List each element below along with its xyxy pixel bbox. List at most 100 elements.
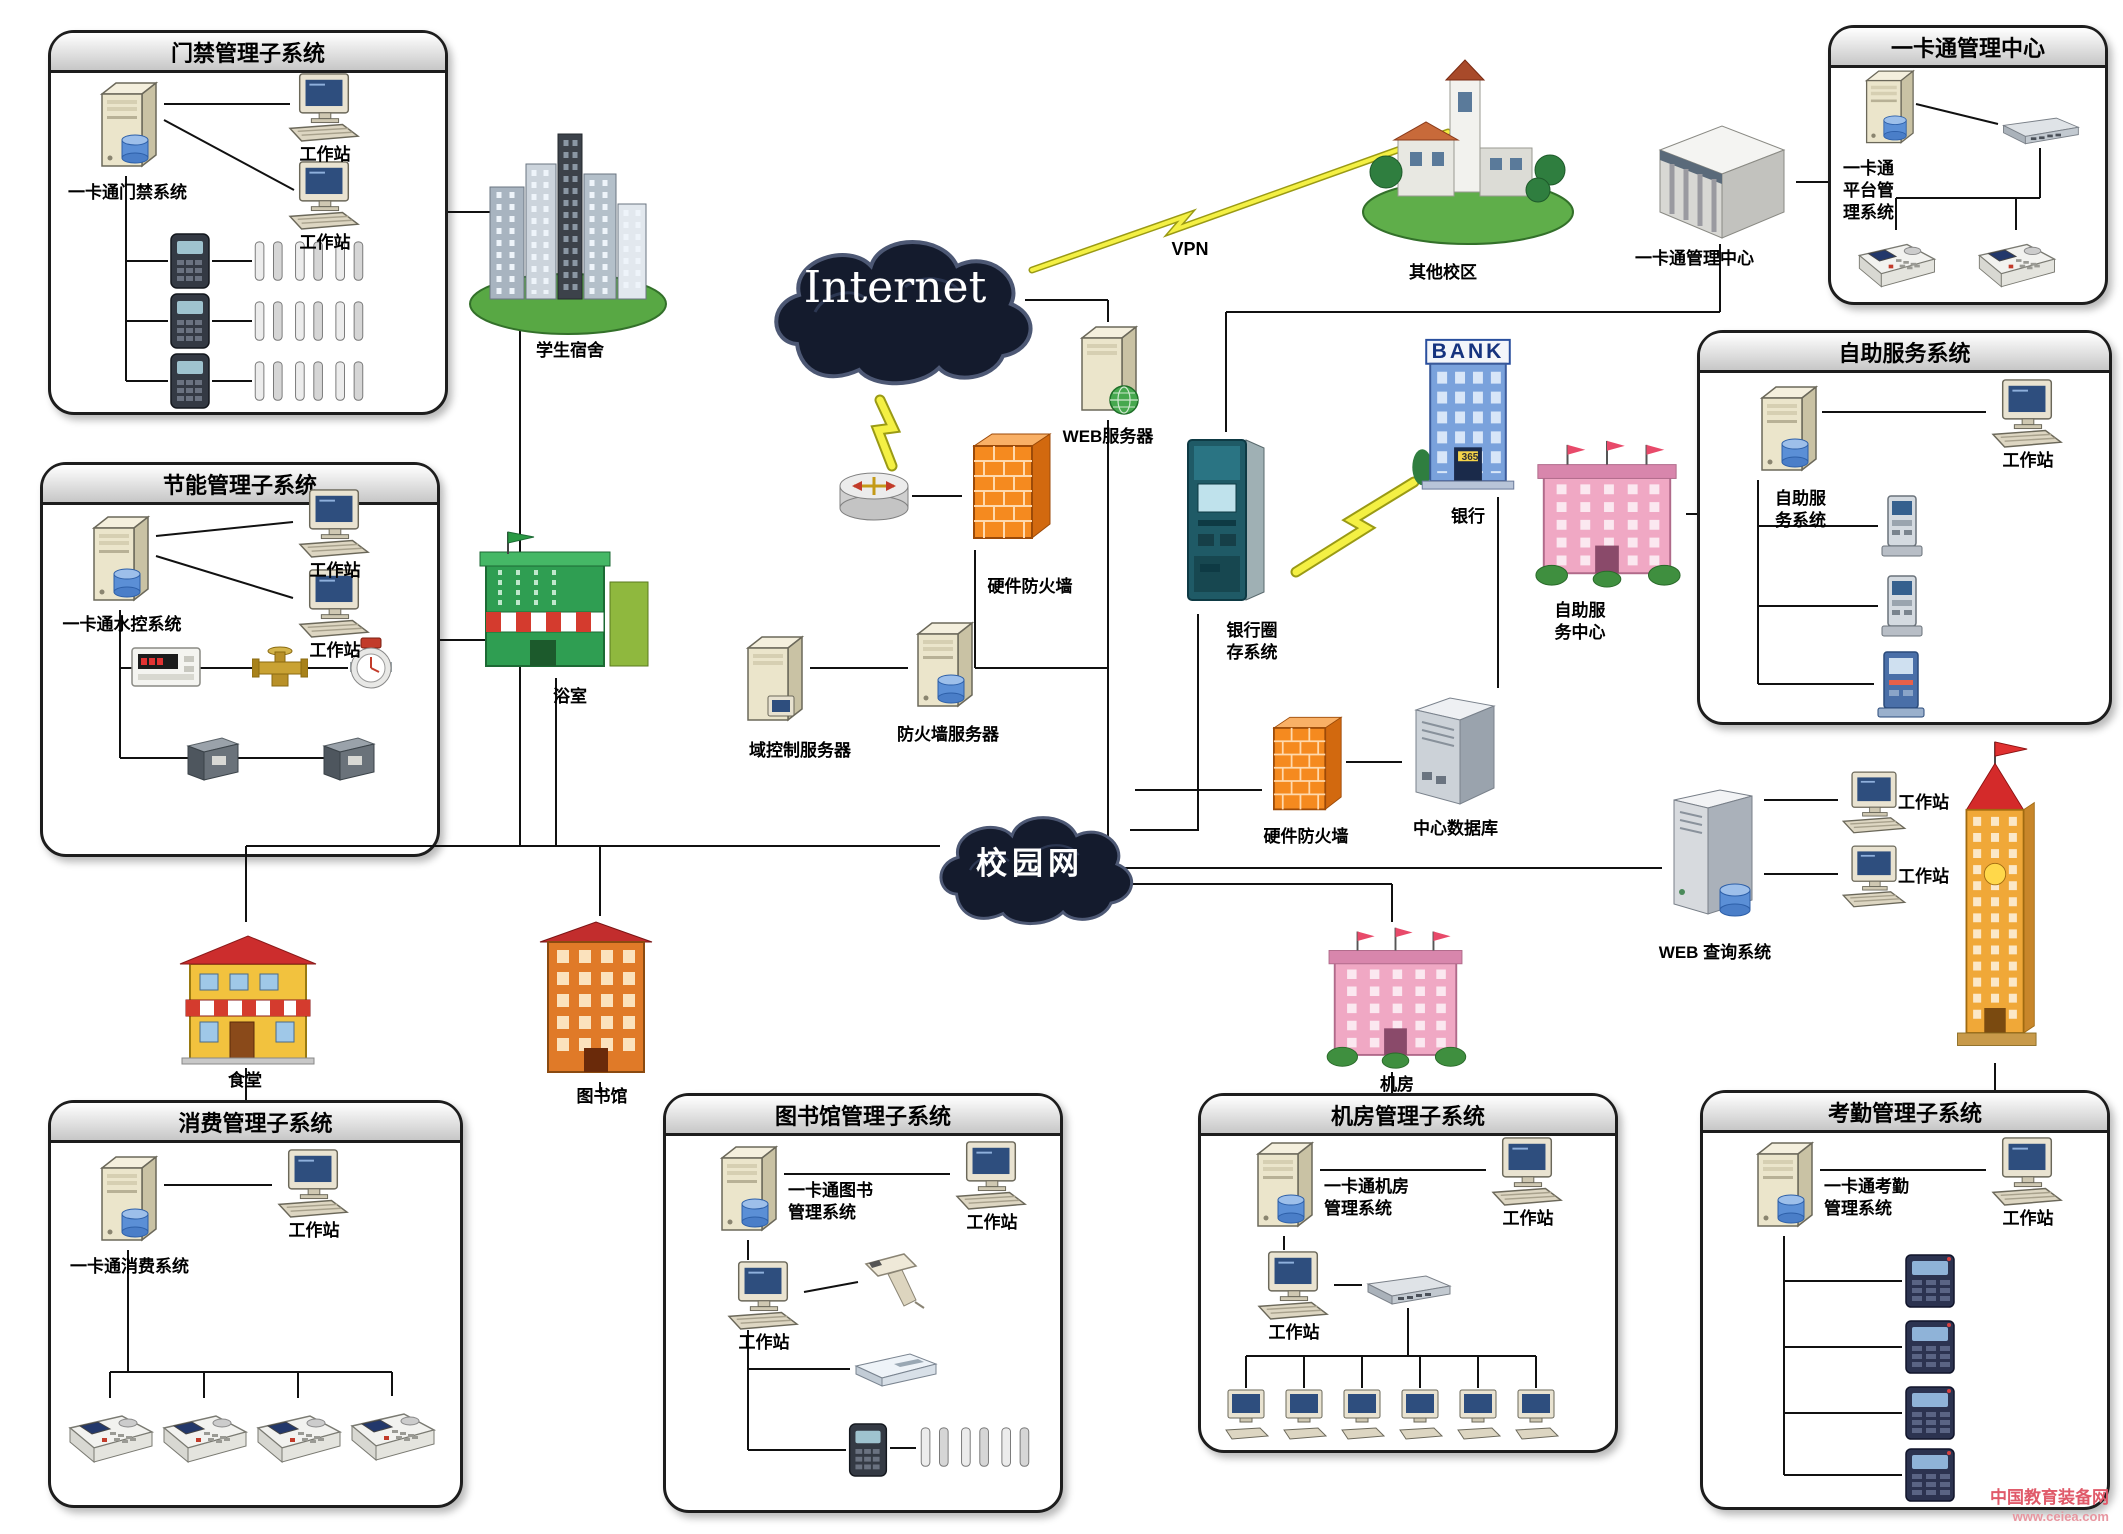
room-server-icon: [1248, 1138, 1320, 1236]
student-pc-icon: [1396, 1388, 1444, 1440]
access-turnstile-icon: [250, 298, 368, 346]
panel-attendance-title: 考勤管理子系统: [1703, 1093, 2107, 1133]
card-center-server-icon: [1858, 66, 1920, 152]
hardware-firewall2-label: 硬件防火墙: [1263, 827, 1349, 846]
web-query-server-icon: [1662, 782, 1764, 930]
card-center-hub-icon: [1998, 112, 2082, 148]
web-server-icon: [1072, 322, 1144, 420]
watermark-line1: 中国教育装备网: [1990, 1488, 2109, 1508]
campus-net-label: 校园网: [976, 846, 1084, 881]
attendance-terminal-icon: [1902, 1318, 1958, 1376]
library-workstation1-icon: [950, 1140, 1032, 1210]
access-server-icon: [92, 78, 164, 176]
hardware-firewall1-label: 硬件防火墙: [987, 577, 1073, 596]
dorm-label: 学生宿舍: [536, 341, 604, 360]
attendance-workstation-icon: [1986, 1136, 2068, 1206]
central-db-icon: [1402, 688, 1506, 810]
other-campus-label: 其他校区: [1409, 263, 1477, 282]
canteen-building-icon: [172, 922, 324, 1068]
card-center-server-label: 一卡通 平台管 理系统: [1843, 159, 1894, 223]
library-server-label: 一卡通图书 管理系统: [788, 1181, 873, 1223]
central-db-label: 中心数据库: [1413, 819, 1498, 838]
access-cardreader-icon: [168, 352, 212, 410]
energy-workstation1-label: 工作站: [309, 561, 361, 580]
machine-room-label: 机房: [1380, 1075, 1414, 1094]
bath-building-icon: [478, 528, 656, 680]
web-server-label: WEB服务器: [1062, 427, 1154, 446]
other-campus-building-icon: [1358, 52, 1578, 247]
pos-terminal-icon: [346, 1396, 438, 1468]
network-hub-icon: [1362, 1270, 1454, 1308]
consume-server-label: 一卡通消费系统: [70, 1257, 189, 1276]
library-workstation2-icon: [722, 1260, 804, 1330]
library-server-icon: [712, 1142, 784, 1240]
access-cardreader-icon: [168, 232, 212, 290]
pos-terminal-icon: [158, 1398, 250, 1470]
self-center-label: 自助服 务中心: [1554, 601, 1606, 643]
router-icon: [836, 468, 912, 524]
room-workstation1-icon: [1486, 1136, 1568, 1206]
control-box-icon: [318, 732, 380, 784]
machine-room-building-icon: [1318, 922, 1473, 1072]
water-controller-icon: [130, 644, 202, 690]
library-workstation1-label: 工作站: [966, 1213, 1018, 1232]
card-center-pos-icon: [1972, 228, 2060, 294]
internet-label: Internet: [803, 262, 987, 313]
self-center-building-icon: [1528, 432, 1686, 594]
card-dispenser-icon: [850, 1348, 942, 1390]
self-service-server-label: 自助服 务系统: [1775, 489, 1826, 531]
student-pc-icon: [1280, 1388, 1328, 1440]
query-workstation2-label: 工作站: [1898, 867, 1949, 886]
dorm-building-icon: [468, 112, 673, 337]
room-server-label: 一卡通机房 管理系统: [1324, 1177, 1409, 1219]
vpn-label: VPN: [1171, 239, 1209, 259]
access-cardreader-icon: [168, 292, 212, 350]
bank-door-label: 365: [1461, 452, 1479, 463]
barcode-scanner-icon: [858, 1250, 930, 1312]
library-building-icon: [532, 914, 660, 1082]
library-building-label: 图书馆: [576, 1087, 628, 1106]
library-cardreader-icon: [846, 1422, 890, 1478]
library-turnstile-icon: [916, 1424, 1034, 1472]
student-pc-icon: [1454, 1388, 1502, 1440]
domain-server-icon: [738, 632, 810, 730]
attendance-workstation-label: 工作站: [2002, 1209, 2054, 1228]
self-service-server-icon: [1752, 382, 1824, 480]
panel-room-mgmt-title: 机房管理子系统: [1201, 1096, 1615, 1136]
bank-atm-icon: [1180, 432, 1272, 614]
access-workstation1-label: 工作站: [299, 145, 351, 164]
energy-workstation1-icon: [293, 488, 375, 558]
watermark-line2: www.ceiea.com: [2012, 1509, 2109, 1525]
hardware-firewall2-icon: [1262, 712, 1346, 820]
bank-label: 银行: [1451, 507, 1485, 526]
energy-workstation2-label: 工作站: [309, 641, 361, 660]
watermark: 中国教育装备网 www.ceiea.com: [1990, 1487, 2109, 1526]
web-query-label: WEB 查询系统: [1658, 943, 1772, 962]
access-workstation1-icon: [283, 72, 365, 142]
attendance-terminal-icon: [1902, 1384, 1958, 1442]
canteen-label: 食堂: [228, 1071, 262, 1090]
self-service-kiosk-icon: [1878, 572, 1926, 640]
attendance-server-label: 一卡通考勤 管理系统: [1824, 1177, 1909, 1219]
attendance-terminal-icon: [1902, 1446, 1958, 1504]
pos-terminal-icon: [252, 1398, 344, 1470]
query-workstation1-label: 工作站: [1898, 793, 1949, 812]
card-center-building-label: 一卡通管理中心: [1635, 249, 1754, 268]
panel-consume-title: 消费管理子系统: [51, 1103, 460, 1143]
attendance-terminal-icon: [1902, 1252, 1958, 1310]
student-pc-icon: [1222, 1388, 1270, 1440]
access-workstation2-label: 工作站: [299, 233, 351, 252]
bath-label: 浴室: [553, 687, 587, 706]
consume-server-icon: [92, 1152, 164, 1250]
firewall-server-label: 防火墙服务器: [897, 725, 999, 744]
campus-tower-building-icon: [1945, 728, 2045, 1063]
card-center-building-icon: [1648, 112, 1796, 244]
energy-server-label: 一卡通水控系统: [62, 615, 182, 634]
consume-workstation-label: 工作站: [288, 1221, 340, 1240]
card-center-pos-icon: [1852, 228, 1940, 294]
panel-access-title: 门禁管理子系统: [51, 33, 445, 73]
consume-workstation-icon: [272, 1148, 354, 1218]
student-pc-icon: [1338, 1388, 1386, 1440]
panel-self-service-title: 自助服务系统: [1700, 333, 2109, 373]
